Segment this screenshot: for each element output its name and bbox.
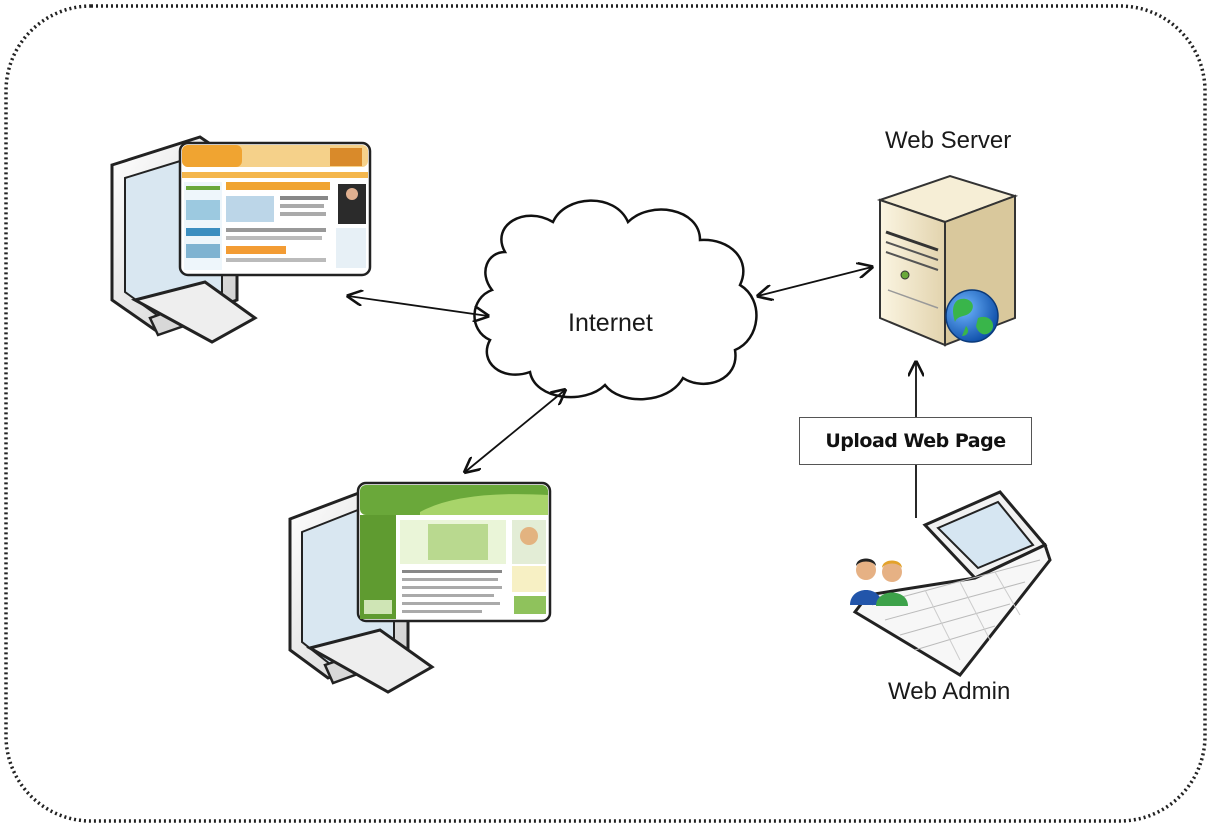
- edge-client1-internet: [348, 296, 488, 316]
- website-screenshot-2: [356, 481, 552, 623]
- globe-icon: [945, 289, 999, 343]
- diagram-border: [4, 4, 1207, 823]
- admin-laptop: [852, 490, 1052, 677]
- upload-web-page-box: Upload Web Page: [799, 417, 1032, 465]
- website-screenshot-1: [178, 141, 372, 277]
- internet-cloud: [473, 199, 758, 401]
- upload-web-page-label: Upload Web Page: [825, 430, 1006, 452]
- client-computer-1: [110, 135, 372, 344]
- edge-client2-internet: [465, 390, 565, 472]
- client-computer-2: [288, 481, 552, 694]
- users-icon: [850, 558, 908, 606]
- web-server-label: Web Server: [885, 127, 1012, 154]
- edge-internet-server: [758, 267, 872, 296]
- internet-label: Internet: [568, 309, 653, 337]
- web-admin-label: Web Admin: [888, 678, 1011, 705]
